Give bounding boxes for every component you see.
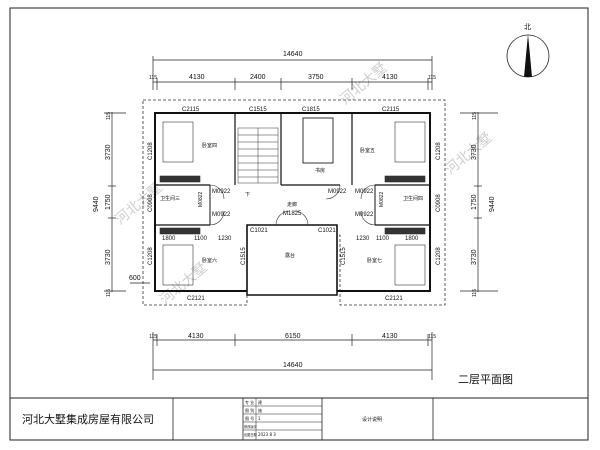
sheet-frame [9,7,589,441]
dim-text: 115 [472,289,478,297]
dim-text: 115 [472,112,478,120]
furniture [159,117,426,286]
window-label: C1815 [302,107,320,113]
top-dimensions [152,56,433,90]
room-bath3: 卫生间三 [160,195,180,202]
dim-text: 115 [428,75,436,81]
window-label: C1208 [436,142,442,160]
dim-text: 115 [106,112,112,120]
room-bedroom6: 卧室六 [202,257,217,264]
window-label: C1208 [148,247,154,265]
door-label: M1825 [283,211,302,217]
stair-down-label: 下 [245,192,250,198]
room-bedroom5: 卧室五 [360,147,375,154]
tb-value: 施 [258,407,262,413]
tb-label: 专 业 [245,399,254,405]
dim-text: 1750 [471,194,478,210]
room-corridor: 走廊 [287,201,297,208]
window-label: C1208 [148,142,154,160]
room-bedroom4: 卧室四 [202,142,217,149]
door-label: M0922 [212,212,231,218]
dim-text: 1230 [218,236,232,242]
window-label: C1515 [241,247,247,265]
watermark: 河北大墅 [337,60,390,108]
title-block [10,397,588,440]
window-label: C2115 [382,107,400,113]
dim-text: 1750 [105,194,112,210]
room-terrace: 露台 [285,252,295,259]
window-label: C1515 [249,107,267,113]
dim-text: 1230 [356,236,370,242]
door-label: M0922 [212,189,231,195]
bottom-dimensions [152,332,433,380]
door-label: M0822 [379,191,385,207]
window-label: C1515 [341,247,347,265]
north-arrow-icon: 北 [506,23,550,78]
dim-text: 6150 [285,333,301,340]
dim-text: 2400 [250,74,266,81]
tb-value: 建 [258,399,262,405]
window-label: C0908 [148,194,154,212]
watermark: 河北大墅 [442,130,495,178]
drawing-title: 二层平面图 [458,373,513,386]
dim-text: 3730 [105,249,112,265]
dim-text: 1100 [194,236,208,242]
dim-text: 3750 [308,74,324,81]
door-label: M0922 [355,212,374,218]
tb-value: 1 [258,416,261,421]
dim-text: 3730 [471,249,478,265]
dim-bottom-total: 14640 [283,362,303,369]
room-bath4: 卫生间四 [403,195,423,202]
dim-text: 4130 [382,74,398,81]
dim-text: 1800 [162,236,176,242]
window-label: C1021 [250,228,268,234]
dim-text: 4130 [188,333,204,340]
tb-label: 修改版次 [244,424,258,429]
tb-value: 2023 8 3 [258,432,276,437]
dim-text: 3730 [471,144,478,160]
window-label: C0908 [436,194,442,212]
door-label: M0922 [355,189,374,195]
dim-left-total: 9440 [93,196,100,212]
tb-label: 出图日期 [244,432,257,437]
left-dimensions [104,112,150,292]
dim-text: 3730 [105,144,112,160]
staircase [237,127,279,184]
roof-outline [142,99,446,306]
door-label: M0822 [198,191,204,207]
dim-text: 4130 [189,74,205,81]
dim-text: 1100 [376,236,390,242]
dim-text: 115 [428,334,436,340]
window-label: C1021 [318,228,336,234]
dim-right-total: 9440 [489,196,496,212]
dim-top-total: 14640 [283,51,303,58]
tb-label: 图 别 [245,407,254,413]
design-notes-label: 设计说明 [362,416,382,423]
window-label: C1208 [436,247,442,265]
window-label: C2121 [187,296,205,302]
tb-label: 图 号 [245,415,254,421]
dim-offset: 600 [129,275,141,282]
dim-text: 115 [149,75,157,81]
dim-text: 115 [149,334,157,340]
dim-text: 4130 [382,333,398,340]
company-name: 河北大墅集成房屋有限公司 [22,412,154,426]
room-study: 书房 [315,167,325,174]
dim-text: 1800 [405,236,419,242]
dim-text: 115 [106,289,112,297]
north-label: 北 [524,23,531,31]
room-bedroom7: 卧室七 [367,257,382,264]
window-label: C2121 [385,296,403,302]
walls [154,112,431,296]
watermark: 河北大墅 [112,180,165,228]
window-label: C2115 [182,107,200,113]
door-label: M0922 [328,189,347,195]
right-dimensions [460,112,498,292]
